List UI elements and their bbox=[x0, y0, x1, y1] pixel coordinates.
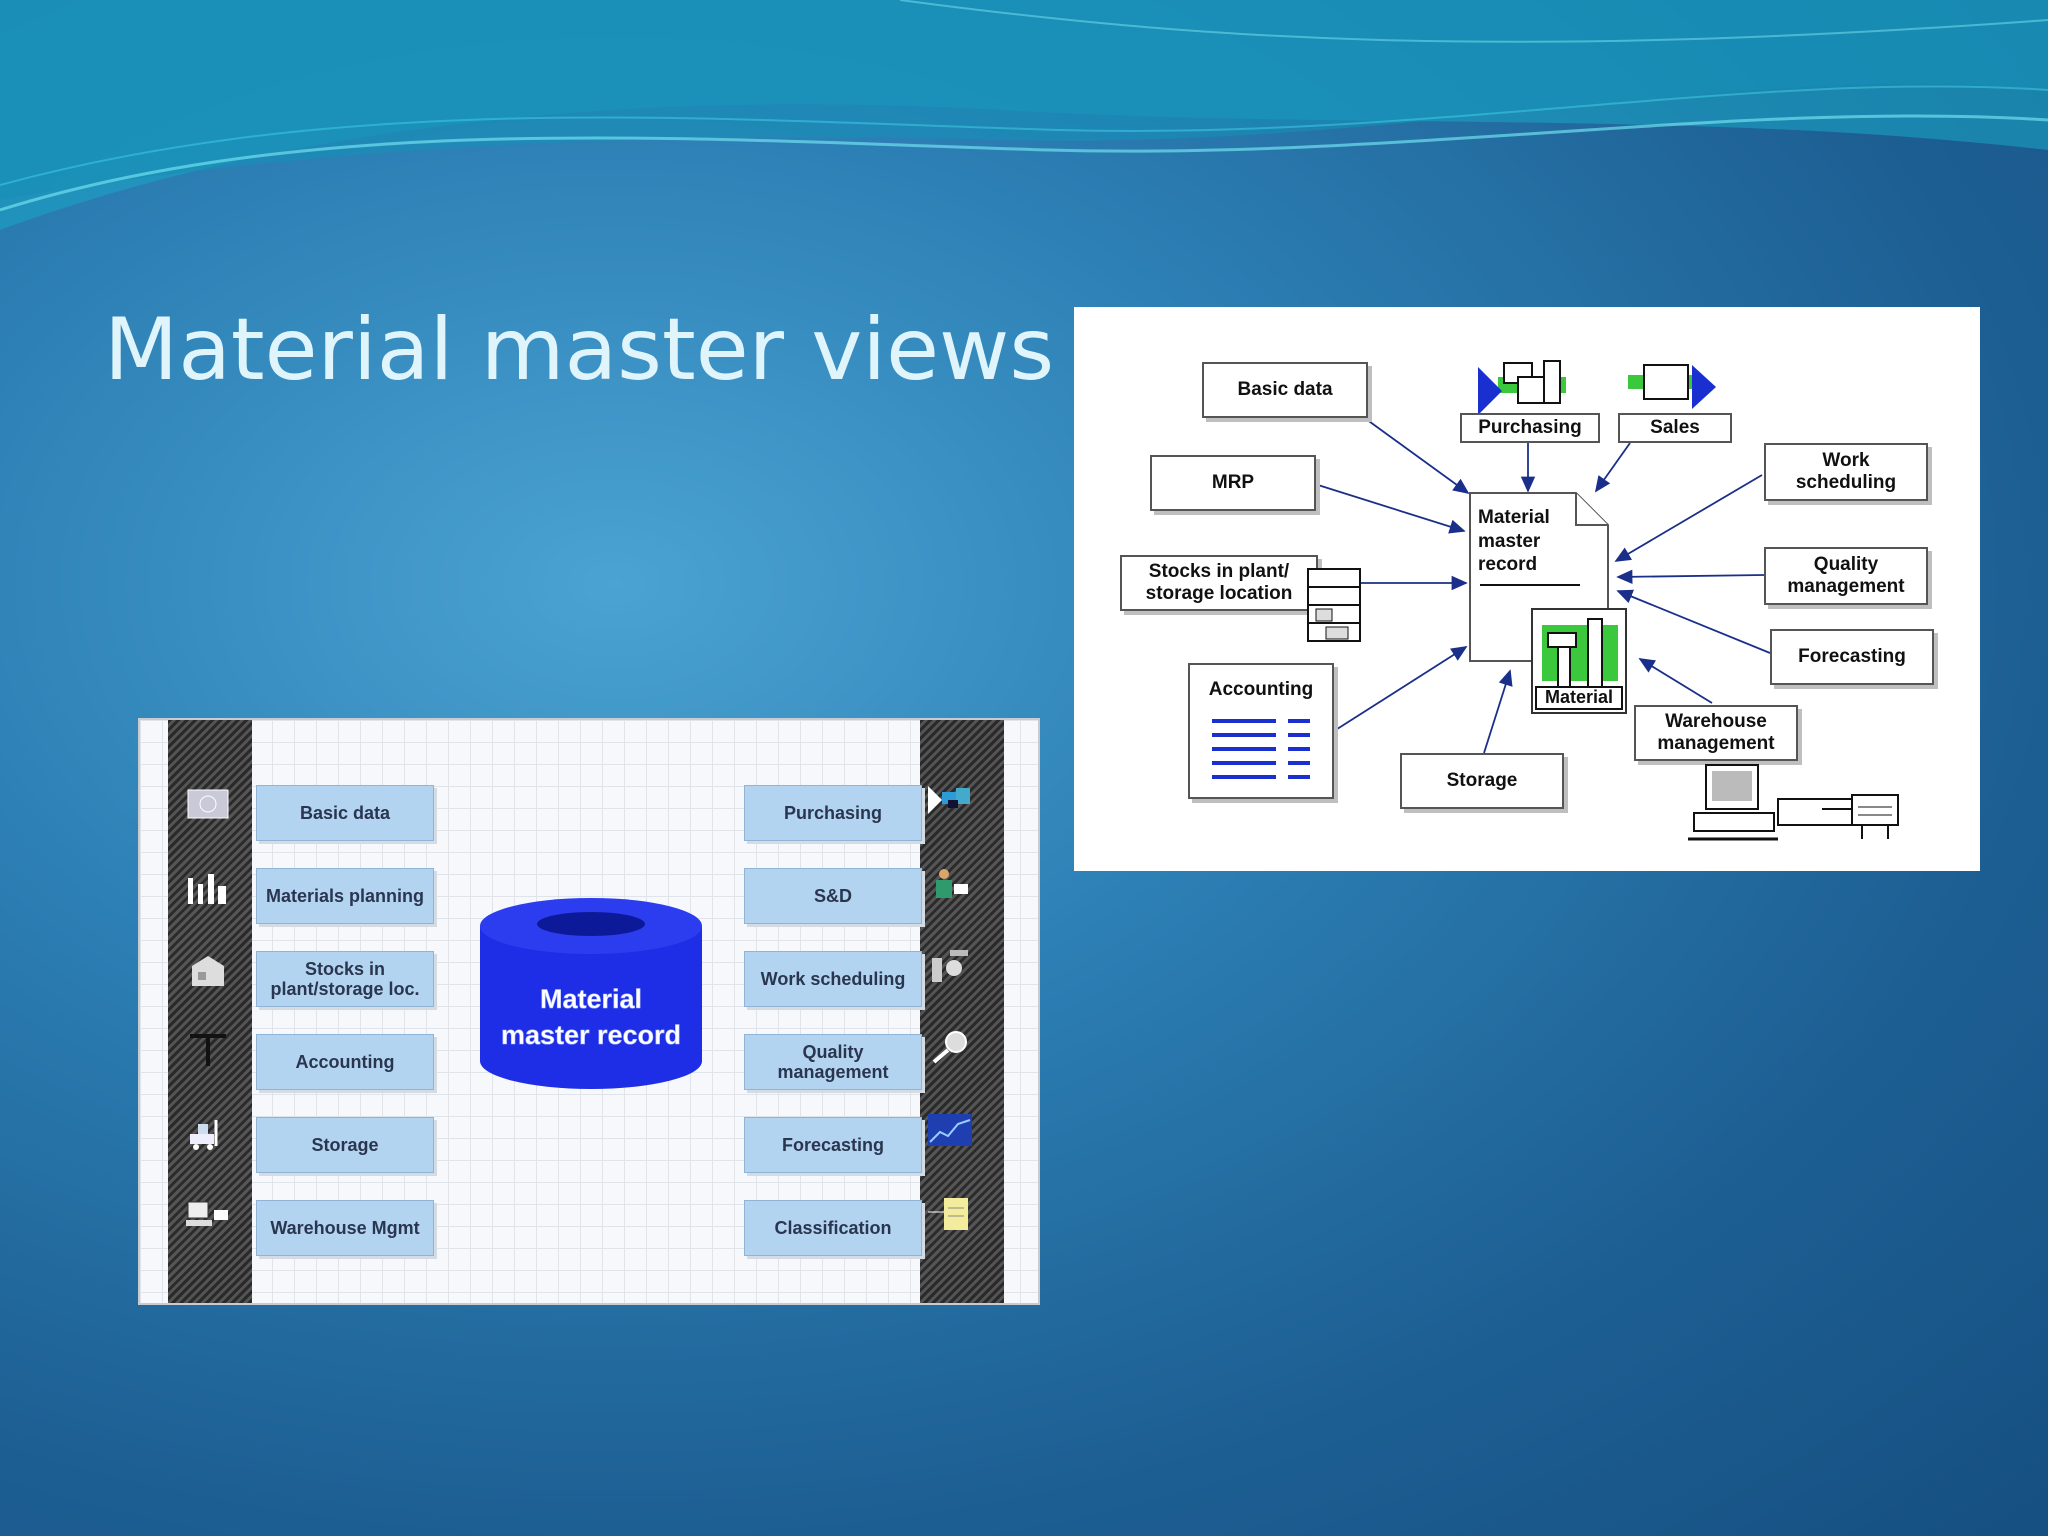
right-view-sd: S&D bbox=[744, 868, 922, 924]
record-line-2: master bbox=[1478, 531, 1541, 552]
warehouse-line-1: Warehouse bbox=[1665, 711, 1767, 732]
work-scheduling-line-1: Work bbox=[1822, 450, 1870, 471]
material-building-icon bbox=[1531, 608, 1627, 714]
node-storage: Storage bbox=[1400, 753, 1564, 809]
ledger-lines-icon bbox=[1212, 719, 1310, 779]
node-work-scheduling: Work scheduling bbox=[1764, 443, 1928, 501]
list-icon bbox=[928, 1198, 968, 1230]
factory-icon bbox=[188, 874, 226, 904]
node-quality-management: Quality management bbox=[1764, 547, 1928, 605]
node-warehouse-management: Warehouse management bbox=[1634, 705, 1798, 761]
right-view-purchasing: Purchasing bbox=[744, 785, 922, 841]
right-view-forecasting: Forecasting bbox=[744, 1117, 922, 1173]
material-tag-label: Material bbox=[1544, 687, 1614, 707]
forklift-icon bbox=[190, 1120, 218, 1150]
material-master-record-cylinder: Material master record bbox=[480, 898, 702, 1089]
node-stocks: Stocks in plant/ storage location bbox=[1120, 555, 1318, 611]
computer-terminal-icon bbox=[1688, 764, 1899, 841]
purchasing-truck-icon bbox=[1478, 360, 1566, 415]
left-view-materials-planning: Materials planning bbox=[256, 868, 434, 924]
node-mrp: MRP bbox=[1150, 455, 1316, 511]
left-view-stocks: Stocks in plant/storage loc. bbox=[256, 951, 434, 1007]
document-icon bbox=[187, 789, 229, 819]
node-purchasing: Purchasing bbox=[1460, 413, 1600, 443]
storage-rack-icon bbox=[1307, 568, 1361, 642]
node-forecasting: Forecasting bbox=[1770, 629, 1934, 685]
truck-icon bbox=[928, 786, 970, 814]
slide-title: Material master views bbox=[104, 300, 1055, 400]
left-view-accounting: Accounting bbox=[256, 1034, 434, 1090]
chart-icon bbox=[928, 1114, 972, 1146]
left-view-warehouse-mgmt: Warehouse Mgmt bbox=[256, 1200, 434, 1256]
stocks-line-1: Stocks in plant/ bbox=[1148, 561, 1290, 582]
right-view-work-scheduling: Work scheduling bbox=[744, 951, 922, 1007]
quality-line-1: Quality bbox=[1813, 554, 1879, 575]
work-scheduling-line-2: scheduling bbox=[1795, 472, 1897, 493]
cylinder-label-line-1: Material bbox=[540, 984, 642, 1014]
quality-line-2: management bbox=[1787, 576, 1905, 597]
node-sales: Sales bbox=[1618, 413, 1732, 443]
warehouse-line-2: management bbox=[1657, 733, 1775, 754]
accounting-label: Accounting bbox=[1208, 679, 1314, 700]
header-wave-decoration bbox=[0, 0, 2048, 230]
cylinder-label-line-2: master record bbox=[501, 1020, 681, 1050]
stocks-line-2: storage location bbox=[1145, 583, 1293, 604]
machine-icon bbox=[932, 950, 968, 982]
node-accounting: Accounting bbox=[1188, 663, 1334, 799]
left-view-basic-data: Basic data bbox=[256, 785, 434, 841]
connector-arrows bbox=[1317, 418, 1771, 754]
magnifier-icon bbox=[932, 1031, 967, 1064]
record-line-1: Material bbox=[1478, 507, 1550, 528]
pillar-icon bbox=[190, 1034, 226, 1066]
salesperson-icon bbox=[936, 869, 968, 898]
computer-icon bbox=[186, 1201, 228, 1226]
node-basic-data: Basic data bbox=[1202, 362, 1368, 418]
warehouse-icon bbox=[192, 956, 224, 986]
right-view-classification: Classification bbox=[744, 1200, 922, 1256]
sales-truck-icon bbox=[1628, 364, 1716, 409]
record-line-3: record bbox=[1478, 554, 1538, 575]
left-view-storage: Storage bbox=[256, 1117, 434, 1173]
material-master-record-diagram: Material master record Material Basic da… bbox=[1074, 307, 1980, 871]
material-master-views-diagram: Basic data Materials planning Stocks in … bbox=[138, 718, 1040, 1305]
right-view-quality-management: Quality management bbox=[744, 1034, 922, 1090]
